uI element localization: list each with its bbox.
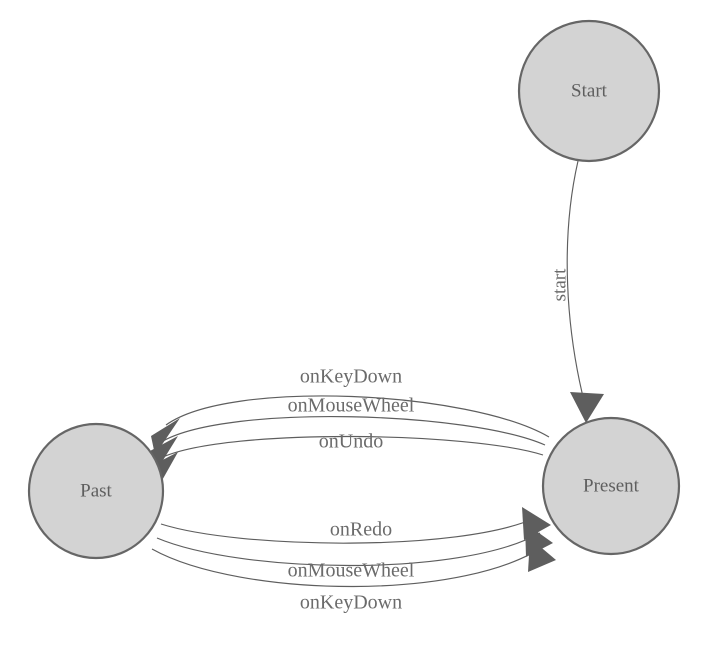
edge-present-to-past-onundo-path [162, 435, 544, 458]
edge-label-past-to-present-onkeydown: onKeyDown [300, 592, 402, 614]
edge-past-to-present-onkeydown[interactable]: onKeyDown [151, 538, 556, 614]
edge-present-to-past-onmousewheel-path [162, 415, 546, 446]
edge-label-present-to-past-onkeydown: onKeyDown [300, 366, 402, 388]
arrowhead-into-past-1 [151, 418, 180, 455]
edge-label-past-to-present-onmousewheel: onMouseWheel [288, 560, 415, 582]
node-present-label: Present [583, 475, 640, 496]
edge-past-to-present-onredo-path [160, 517, 536, 544]
node-past[interactable]: Past [27, 422, 165, 560]
edge-past-to-present-onmousewheel-path [156, 532, 541, 567]
node-past-circle [27, 422, 165, 560]
edge-present-to-past-onkeydown[interactable]: onKeyDown [151, 366, 550, 455]
edge-label-past-to-present-onredo: onRedo [330, 519, 392, 541]
edge-present-to-past-onundo[interactable]: onUndo [151, 431, 544, 484]
edge-present-to-past-onmousewheel[interactable]: onMouseWheel [150, 395, 546, 470]
node-present[interactable]: Present [541, 416, 681, 556]
node-start[interactable]: Start [517, 19, 661, 163]
edge-start-to-present[interactable]: start [549, 160, 604, 423]
node-present-circle [541, 416, 681, 556]
node-start-circle [517, 19, 661, 163]
edge-past-to-present-onredo[interactable]: onRedo [160, 507, 551, 544]
edge-past-to-present-onkeydown-path [151, 542, 549, 588]
edge-start-to-present-path [566, 160, 586, 406]
arrowhead-into-present-top [570, 392, 604, 423]
edge-label-start: start [549, 268, 570, 301]
arrowhead-into-present-3 [528, 538, 556, 572]
edge-label-present-to-past-onundo: onUndo [319, 431, 383, 453]
node-past-label: Past [80, 480, 112, 501]
edge-past-to-present-onmousewheel[interactable]: onMouseWheel [156, 523, 553, 582]
edge-present-to-past-onkeydown-path [165, 395, 550, 438]
edge-label-present-to-past-onmousewheel: onMouseWheel [288, 395, 415, 417]
node-start-label: Start [571, 80, 608, 101]
